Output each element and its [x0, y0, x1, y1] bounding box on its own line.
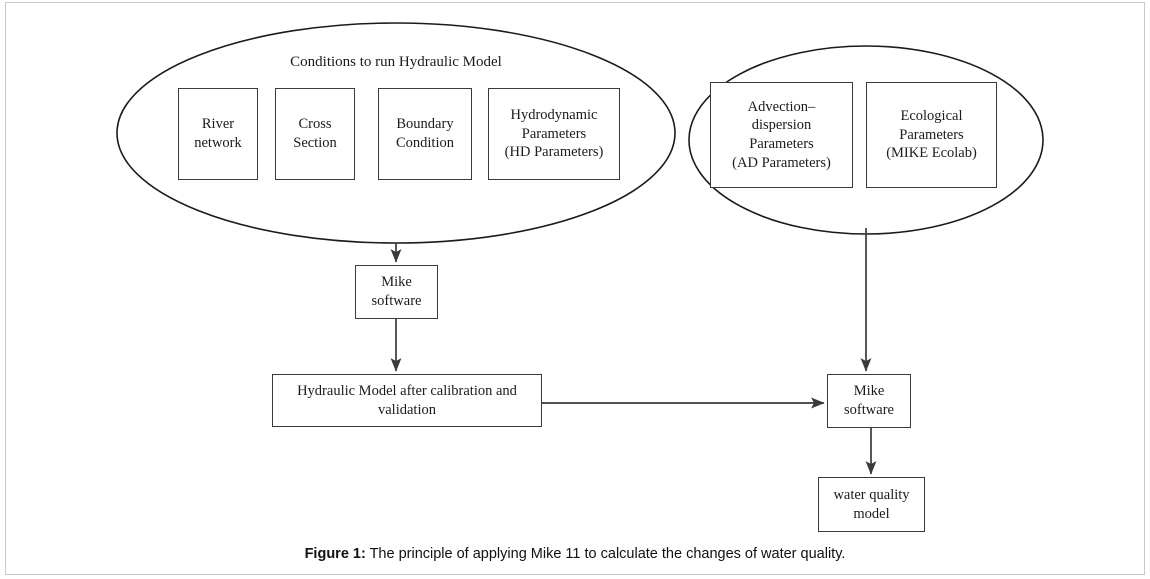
node-hydrodynamic-parameters[interactable]: Hydrodynamic Parameters (HD Parameters)	[488, 88, 620, 180]
figure-caption-label: Figure 1:	[304, 546, 366, 562]
node-cross-section[interactable]: Cross Section	[275, 88, 355, 180]
figure-caption-text: The principle of applying Mike 11 to cal…	[365, 546, 846, 562]
node-mike-software-left[interactable]: Mike software	[355, 265, 438, 319]
node-ecological-parameters[interactable]: Ecological Parameters (MIKE Ecolab)	[866, 82, 997, 188]
figure-caption: Figure 1: The principle of applying Mike…	[0, 546, 1150, 562]
node-water-quality-model[interactable]: water quality model	[818, 477, 925, 532]
node-advection-dispersion-parameters[interactable]: Advection– dispersion Parameters (AD Par…	[710, 82, 853, 188]
node-river-network[interactable]: River network	[178, 88, 258, 180]
node-boundary-condition[interactable]: Boundary Condition	[378, 88, 472, 180]
node-mike-software-right[interactable]: Mike software	[827, 374, 911, 428]
node-hydraulic-model-calibrated[interactable]: Hydraulic Model after calibration and va…	[272, 374, 542, 427]
group-title-hydraulic-conditions: Conditions to run Hydraulic Model	[290, 54, 502, 70]
